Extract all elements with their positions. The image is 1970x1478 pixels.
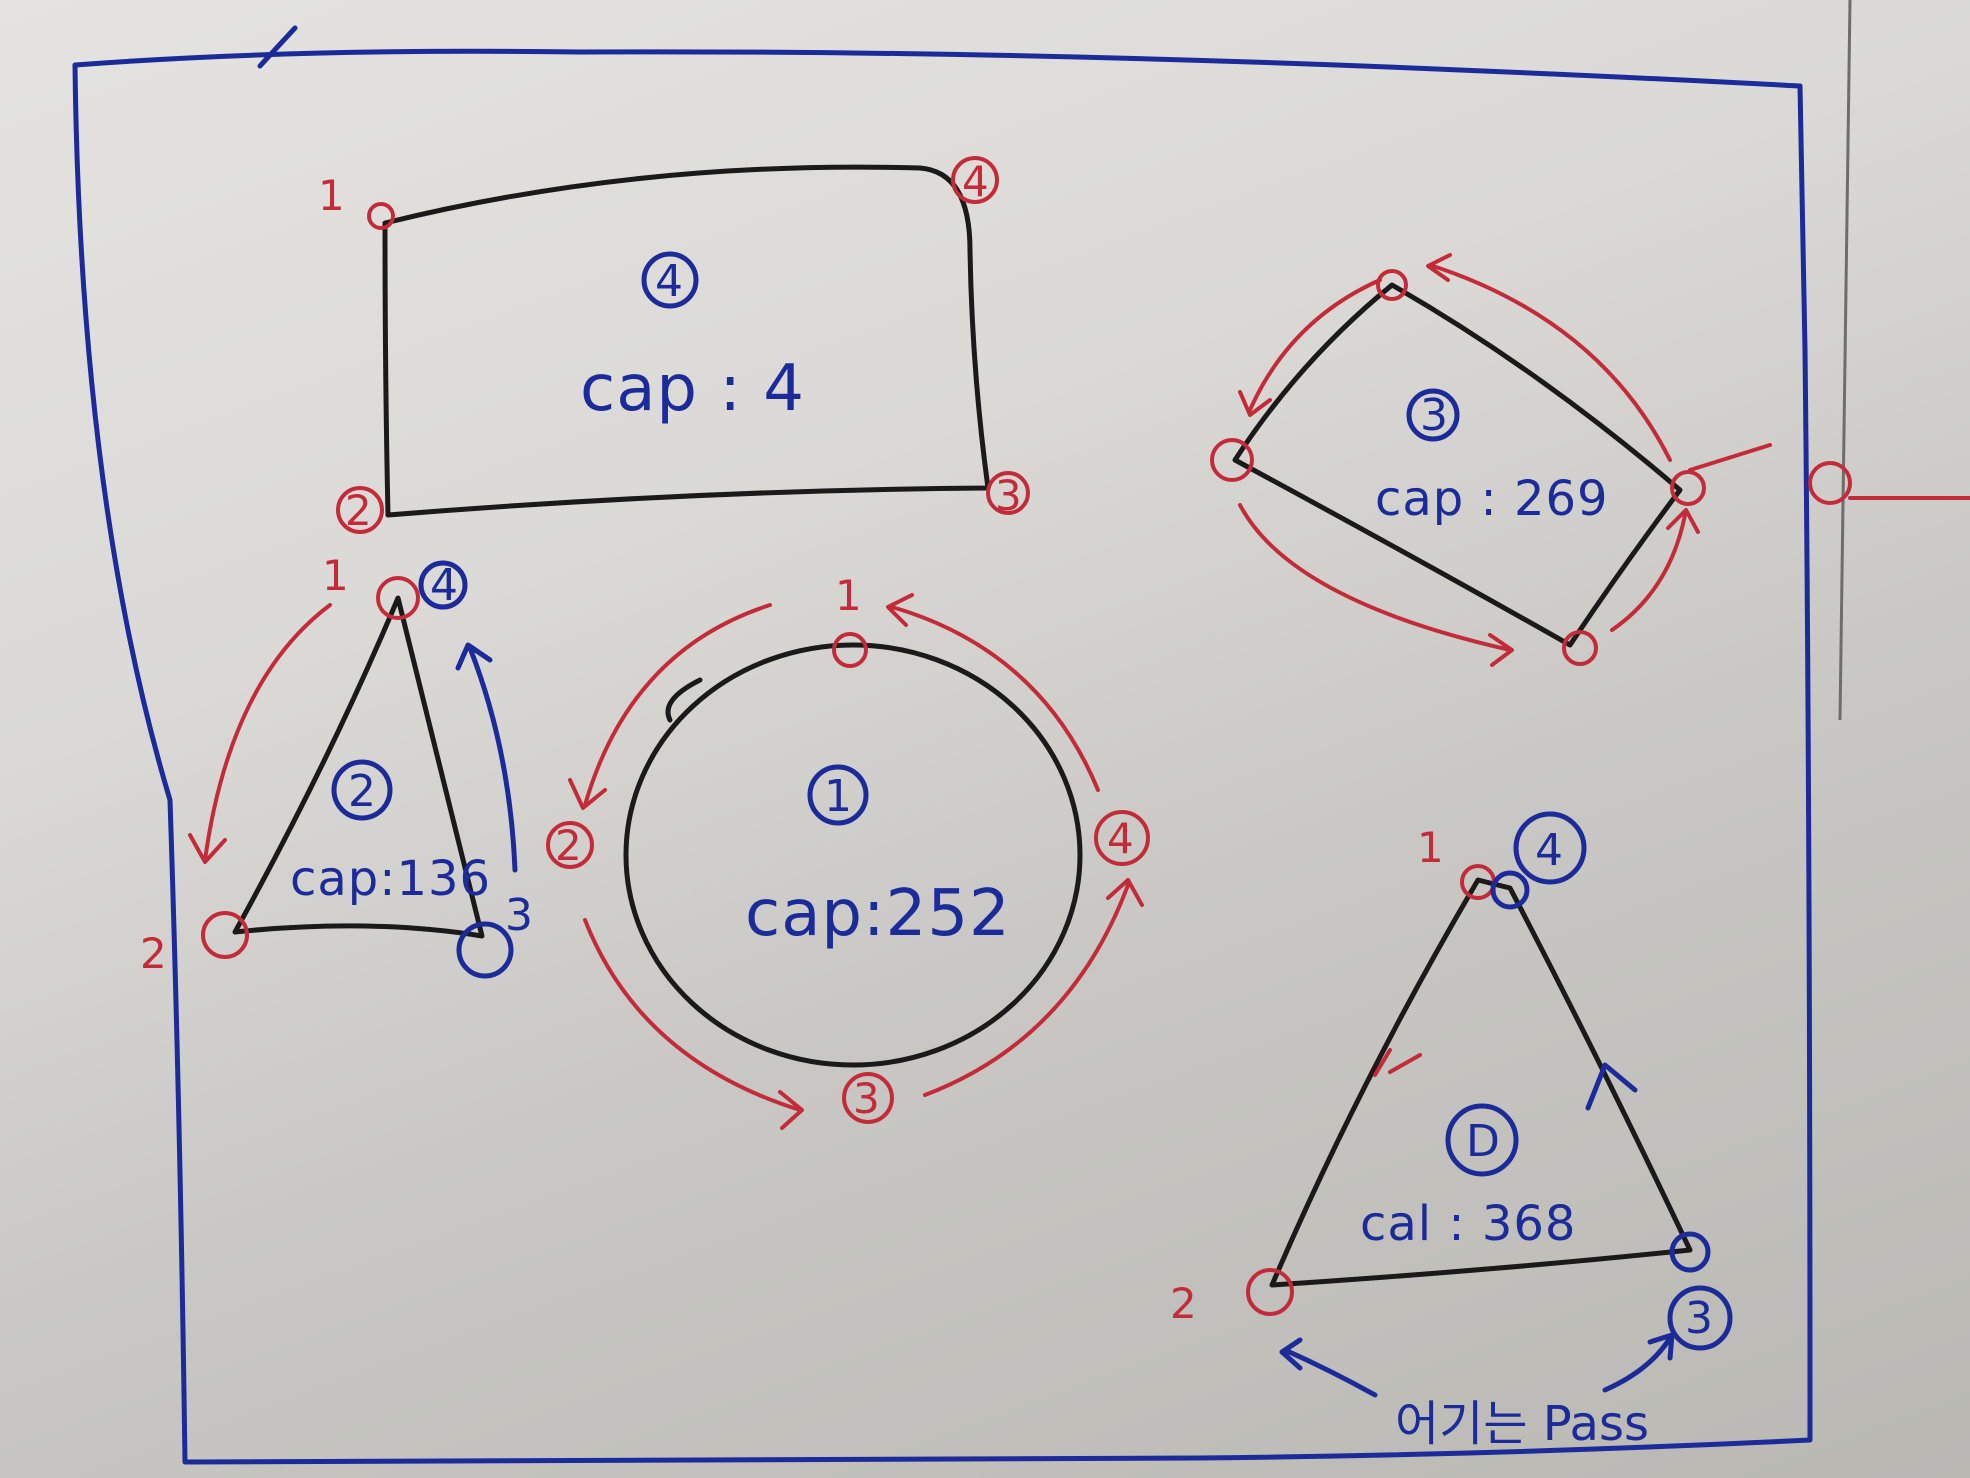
tri-left-vertex-3-label: 3 xyxy=(505,890,533,941)
circle-capacity-label: cap:252 xyxy=(745,877,1011,951)
rect-vertex-2-label: 2 xyxy=(345,486,372,535)
circle-overlap-stroke xyxy=(665,677,703,723)
quad-vertex-left-marker xyxy=(1210,438,1254,482)
circle-vertex-3-marker xyxy=(842,1072,894,1124)
pass-arrow-right xyxy=(1602,1332,1675,1393)
circle-index-number: 1 xyxy=(824,771,852,822)
circle-arrow-2-to-3 xyxy=(583,918,804,1130)
quad-vertex-right-marker xyxy=(1670,470,1706,506)
triangle-right-shape: 1 2 3 4 D cal : 368 어기는 Pass xyxy=(1170,811,1733,1452)
rectangle-shape: 1 2 3 4 4 cap : 4 xyxy=(318,156,1030,535)
circle-arrow-1-to-2 xyxy=(568,603,772,810)
rect-vertex-1-label: 1 xyxy=(318,171,345,220)
tri-left-blue-arrow xyxy=(455,642,518,873)
circle-arrow-4-to-1 xyxy=(886,593,1100,792)
rect-index-number: 4 xyxy=(655,256,683,307)
circle-vertex-1-marker xyxy=(832,632,868,668)
quad-arrow-bottom-right xyxy=(1610,508,1700,632)
tri-left-index-number: 2 xyxy=(348,766,376,817)
tri-right-vertex-3-label: 3 xyxy=(1685,1293,1713,1344)
quad-index-number: 3 xyxy=(1420,390,1448,441)
circle-vertex-2-label: 2 xyxy=(555,821,582,870)
tri-right-vertex-3-ring xyxy=(1667,1285,1733,1351)
rectangle-outline xyxy=(382,164,991,518)
tri-right-index-number: D xyxy=(1466,1116,1500,1167)
quad-outline xyxy=(1232,282,1683,648)
next-page-edge xyxy=(1838,0,1852,721)
tri-left-vertex-2-label: 2 xyxy=(140,929,167,978)
rect-vertex-3-marker xyxy=(986,471,1030,515)
circle-vertex-1-label: 1 xyxy=(835,571,862,620)
rect-capacity-label: cap : 4 xyxy=(580,352,805,426)
tri-left-vertex-4-label: 4 xyxy=(430,560,458,611)
tri-left-vertex-1-marker xyxy=(376,576,420,620)
rect-index-ring xyxy=(641,251,699,309)
tri-right-index-ring xyxy=(1445,1103,1519,1177)
tri-right-edge-tick-blue xyxy=(1585,1062,1638,1111)
tri-left-capacity-label: cap:136 xyxy=(290,851,491,907)
rect-vertex-4-label: 4 xyxy=(962,157,989,206)
triangle-left-outline xyxy=(232,595,485,939)
rect-vertex-3-label: 3 xyxy=(995,471,1022,520)
circle-vertex-4-label: 4 xyxy=(1107,814,1134,863)
tri-left-red-arrow xyxy=(188,603,332,864)
tri-left-vertex-2-marker xyxy=(201,911,249,959)
quad-edge-tick xyxy=(1688,443,1772,472)
tri-right-vertex-3-marker xyxy=(1669,1231,1711,1273)
tri-right-vertex-2-marker xyxy=(1246,1268,1294,1316)
tri-left-vertex-3-marker xyxy=(456,921,514,979)
quad-arrow-left-bottom xyxy=(1238,503,1514,667)
tri-right-vertex-2-label: 2 xyxy=(1170,1279,1197,1328)
next-page-node xyxy=(1808,461,1852,505)
border-corner-flourish xyxy=(257,25,298,69)
outer-border xyxy=(72,48,1813,1465)
tri-right-vertex-4-marker xyxy=(1490,870,1530,910)
triangle-right-outline xyxy=(1269,877,1693,1288)
quad-arrow-top-left xyxy=(1238,278,1382,417)
quad-vertex-bottom-marker xyxy=(1562,630,1598,666)
rect-vertex-4-marker xyxy=(951,156,999,204)
quad-shape: 3 cap : 269 xyxy=(1210,253,1772,667)
circle-vertex-4-marker xyxy=(1094,810,1150,866)
circle-index-ring xyxy=(807,764,869,826)
tri-left-vertex-1-label: 1 xyxy=(322,551,349,600)
circle-arrow-3-to-4 xyxy=(923,878,1144,1097)
tri-right-vertex-4-ring xyxy=(1513,811,1587,885)
tri-right-vertex-4-label: 4 xyxy=(1535,825,1563,876)
pass-arrow-left xyxy=(1279,1337,1378,1398)
quad-vertex-top-marker xyxy=(1376,269,1408,301)
triangle-left-shape: 1 2 3 4 2 cap:136 xyxy=(140,551,533,979)
circle-shape: 1 2 3 4 1 cap:252 xyxy=(546,571,1150,1130)
pass-note: 어기는 Pass xyxy=(1395,1396,1649,1452)
circle-vertex-2-marker xyxy=(546,821,594,869)
quad-index-ring xyxy=(1406,388,1460,442)
quad-arrow-right-top xyxy=(1426,253,1672,462)
circle-vertex-3-label: 3 xyxy=(853,1074,880,1123)
tri-left-index-ring xyxy=(331,759,393,821)
tri-left-vertex-4-marker xyxy=(418,560,468,610)
tri-right-vertex-1-label: 1 xyxy=(1417,823,1444,872)
quad-capacity-label: cap : 269 xyxy=(1375,471,1609,527)
rect-vertex-1-marker xyxy=(367,202,395,230)
circle-outline xyxy=(623,642,1083,1068)
tri-right-edge-tick-red xyxy=(1373,1048,1422,1077)
tri-right-capacity-label: cal : 368 xyxy=(1360,1196,1576,1252)
rect-vertex-2-marker xyxy=(336,486,384,534)
